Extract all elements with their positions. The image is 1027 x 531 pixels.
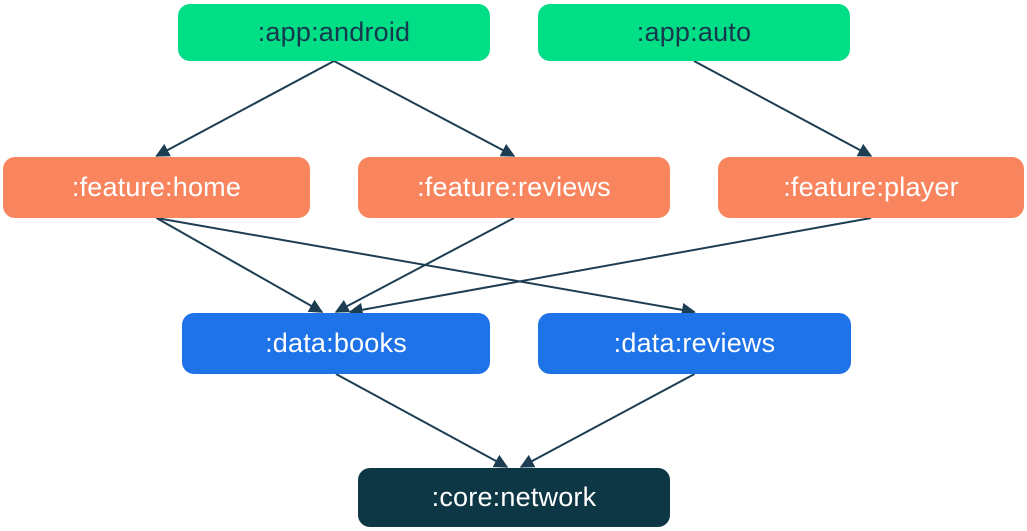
node-label: :data:books [265,328,407,358]
node-label: :data:reviews [613,328,776,358]
node-feature-home: :feature:home [3,157,310,218]
node-feature-reviews: :feature:reviews [358,157,670,218]
node-feature-player: :feature:player [718,157,1024,218]
node-label: :app:auto [636,17,752,47]
edge-feature-reviews-to-data-books [334,217,515,313]
edge-data-books-to-core-network [335,373,509,468]
edge-data-reviews-to-core-network [519,373,695,468]
edge-app-auto-to-feature-player [693,60,873,157]
node-label: :core:network [431,482,597,512]
edge-app-android-to-feature-home [155,60,335,157]
edge-feature-home-to-data-books [156,217,324,313]
node-data-books: :data:books [182,313,490,374]
edge-feature-player-to-data-books [348,217,872,317]
edge-feature-home-to-data-reviews [156,217,696,317]
node-app-auto: :app:auto [538,4,850,61]
node-label: :feature:player [783,172,959,202]
node-label: :feature:reviews [417,172,611,202]
node-label: :feature:home [71,172,242,202]
node-core-network: :core:network [358,468,670,527]
edge-app-android-to-feature-reviews [333,60,516,157]
node-data-reviews: :data:reviews [538,313,851,374]
node-label: :app:android [257,17,411,47]
node-app-android: :app:android [178,4,490,61]
